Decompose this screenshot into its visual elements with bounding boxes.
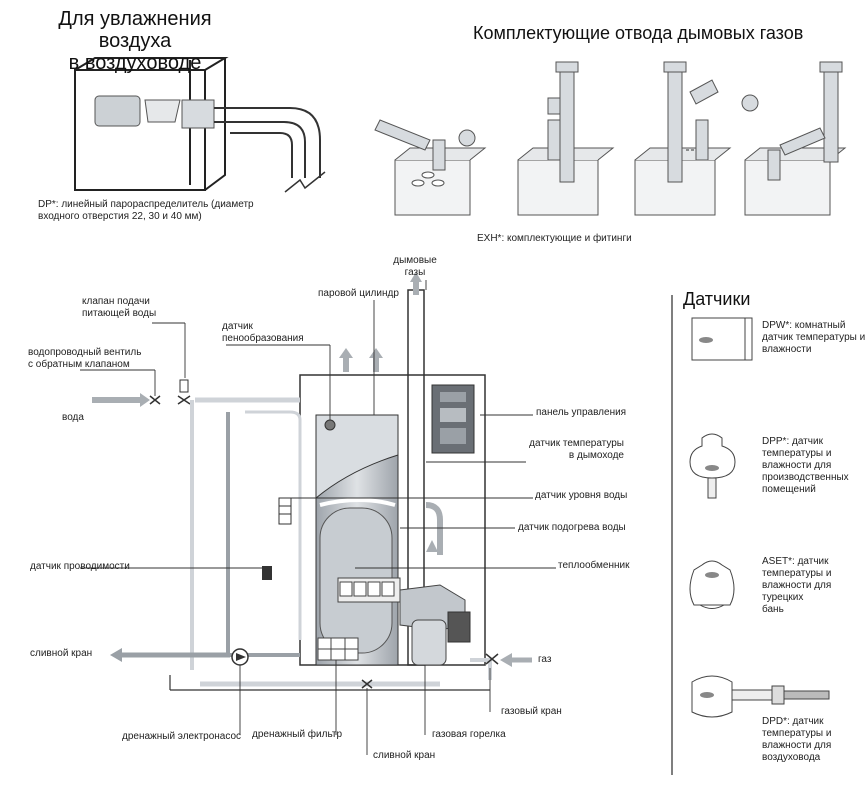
dp-note-line2: входного отверстия 22, 30 и 40 мм): [38, 211, 202, 222]
sensor-dpp-line: помещений: [762, 484, 816, 495]
leader-lines: [80, 280, 556, 755]
sensor-dpp-line: температуры и: [762, 448, 832, 459]
sensor-aset-line: ASET*: датчик: [762, 556, 829, 567]
water-valve-label: водопроводный вентиль с обратным клапано…: [28, 347, 141, 371]
foam-sensor-label: датчик пенообразования: [222, 321, 304, 345]
sensor-dpw-icon: [691, 317, 753, 361]
control-panel-label: панель управления: [536, 407, 627, 418]
gas-label: газ: [538, 654, 552, 665]
humidifier-title-line2: в воздуховоде: [68, 52, 202, 74]
feed-valve-label: клапан подачи питающей воды: [82, 296, 156, 320]
feed-valve-line: питающей воды: [82, 308, 157, 319]
drain-pump-label: дренажный электронасос: [122, 731, 242, 742]
dp-note: DP*: линейный парораспределитель (диамет…: [38, 199, 254, 223]
drain-tap-bottom-label: сливной кран: [373, 750, 436, 761]
flue-gases-line: дымовые: [393, 255, 437, 266]
flue-temp-sensor-line: в дымоходе: [568, 450, 624, 461]
sensor-aset-line: температуры и: [762, 568, 832, 579]
sensor-dpd-line: температуры и: [762, 728, 832, 739]
sensor-aset-line: влажности для турецких: [762, 580, 832, 603]
flue-temp-sensor-label: датчик температуры в дымоходе: [526, 438, 624, 462]
sensor-aset-line: бань: [762, 604, 784, 615]
sensor-dpw-label: DPW*: комнатный датчик температуры и вла…: [762, 320, 865, 356]
water-valve-line: водопроводный вентиль: [28, 347, 142, 358]
water-valve-line: с обратным клапаном: [28, 359, 130, 370]
steam-cylinder-label: паровой цилиндр: [318, 288, 399, 299]
dp-note-line1: DP*: линейный парораспределитель (диамет…: [38, 199, 254, 210]
sensor-dpw-line: влажности: [762, 344, 812, 355]
sensor-dpp-line: влажности для: [762, 460, 832, 471]
sensor-dpw-line: датчик температуры и: [762, 332, 866, 343]
humidifier-title: Для увлажнения воздуха в воздуховоде: [20, 8, 250, 74]
sensor-aset-label: ASET*: датчик температуры и влажности дл…: [762, 556, 868, 616]
flue-gases-line: газы: [404, 267, 426, 278]
sensor-dpd-label: DPD*: датчик температуры и влажности для…: [762, 716, 831, 764]
exhaust-title: Комплектующие отвода дымовых газов: [473, 23, 804, 43]
sensor-dpd-line: влажности для: [762, 740, 832, 751]
flue-gases-label: дымовые газы: [390, 255, 440, 279]
foam-sensor-line: датчик: [222, 321, 253, 332]
duct-illustration: [74, 57, 326, 193]
sensor-dpp-line: производственных: [762, 472, 849, 483]
sensor-dpd-line: DPD*: датчик: [762, 716, 824, 727]
drain-filter-label: дренажный фильтр: [252, 729, 343, 740]
sensor-dpp-line: DPP*: датчик: [762, 436, 823, 447]
exhaust-note: EXH*: комплектующие и фитинги: [477, 233, 632, 244]
heat-exchanger-label: теплообменник: [558, 560, 630, 571]
foam-sensor-line: пенообразования: [222, 333, 304, 344]
sensor-dpp-icon: [689, 433, 736, 499]
humidifier-title-line1: Для увлажнения воздуха: [58, 8, 212, 52]
sensor-dpd-icon: [691, 675, 830, 718]
feed-valve-line: клапан подачи: [82, 296, 150, 307]
sensor-dpd-line: воздуховода: [762, 752, 821, 763]
sensors-title: Датчики: [683, 289, 751, 309]
sensor-aset-icon: [689, 560, 735, 609]
gas-burner-label: газовая горелка: [432, 729, 506, 740]
water-level-sensor-label: датчик уровня воды: [535, 490, 628, 501]
flue-temp-sensor-line: датчик температуры: [529, 438, 624, 449]
exhaust-kits: [374, 61, 847, 216]
water-label: вода: [62, 412, 84, 423]
drain-tap-left-label: сливной кран: [30, 648, 93, 659]
sensor-dpp-label: DPP*: датчик температуры и влажности для…: [762, 436, 849, 496]
water-heat-sensor-label: датчик подогрева воды: [518, 522, 626, 533]
conductivity-sensor-label: датчик проводимости: [30, 561, 130, 572]
humidifier-unit: [92, 272, 532, 691]
gas-tap-label: газовый кран: [501, 706, 562, 717]
sensor-dpw-line: DPW*: комнатный: [762, 320, 846, 331]
